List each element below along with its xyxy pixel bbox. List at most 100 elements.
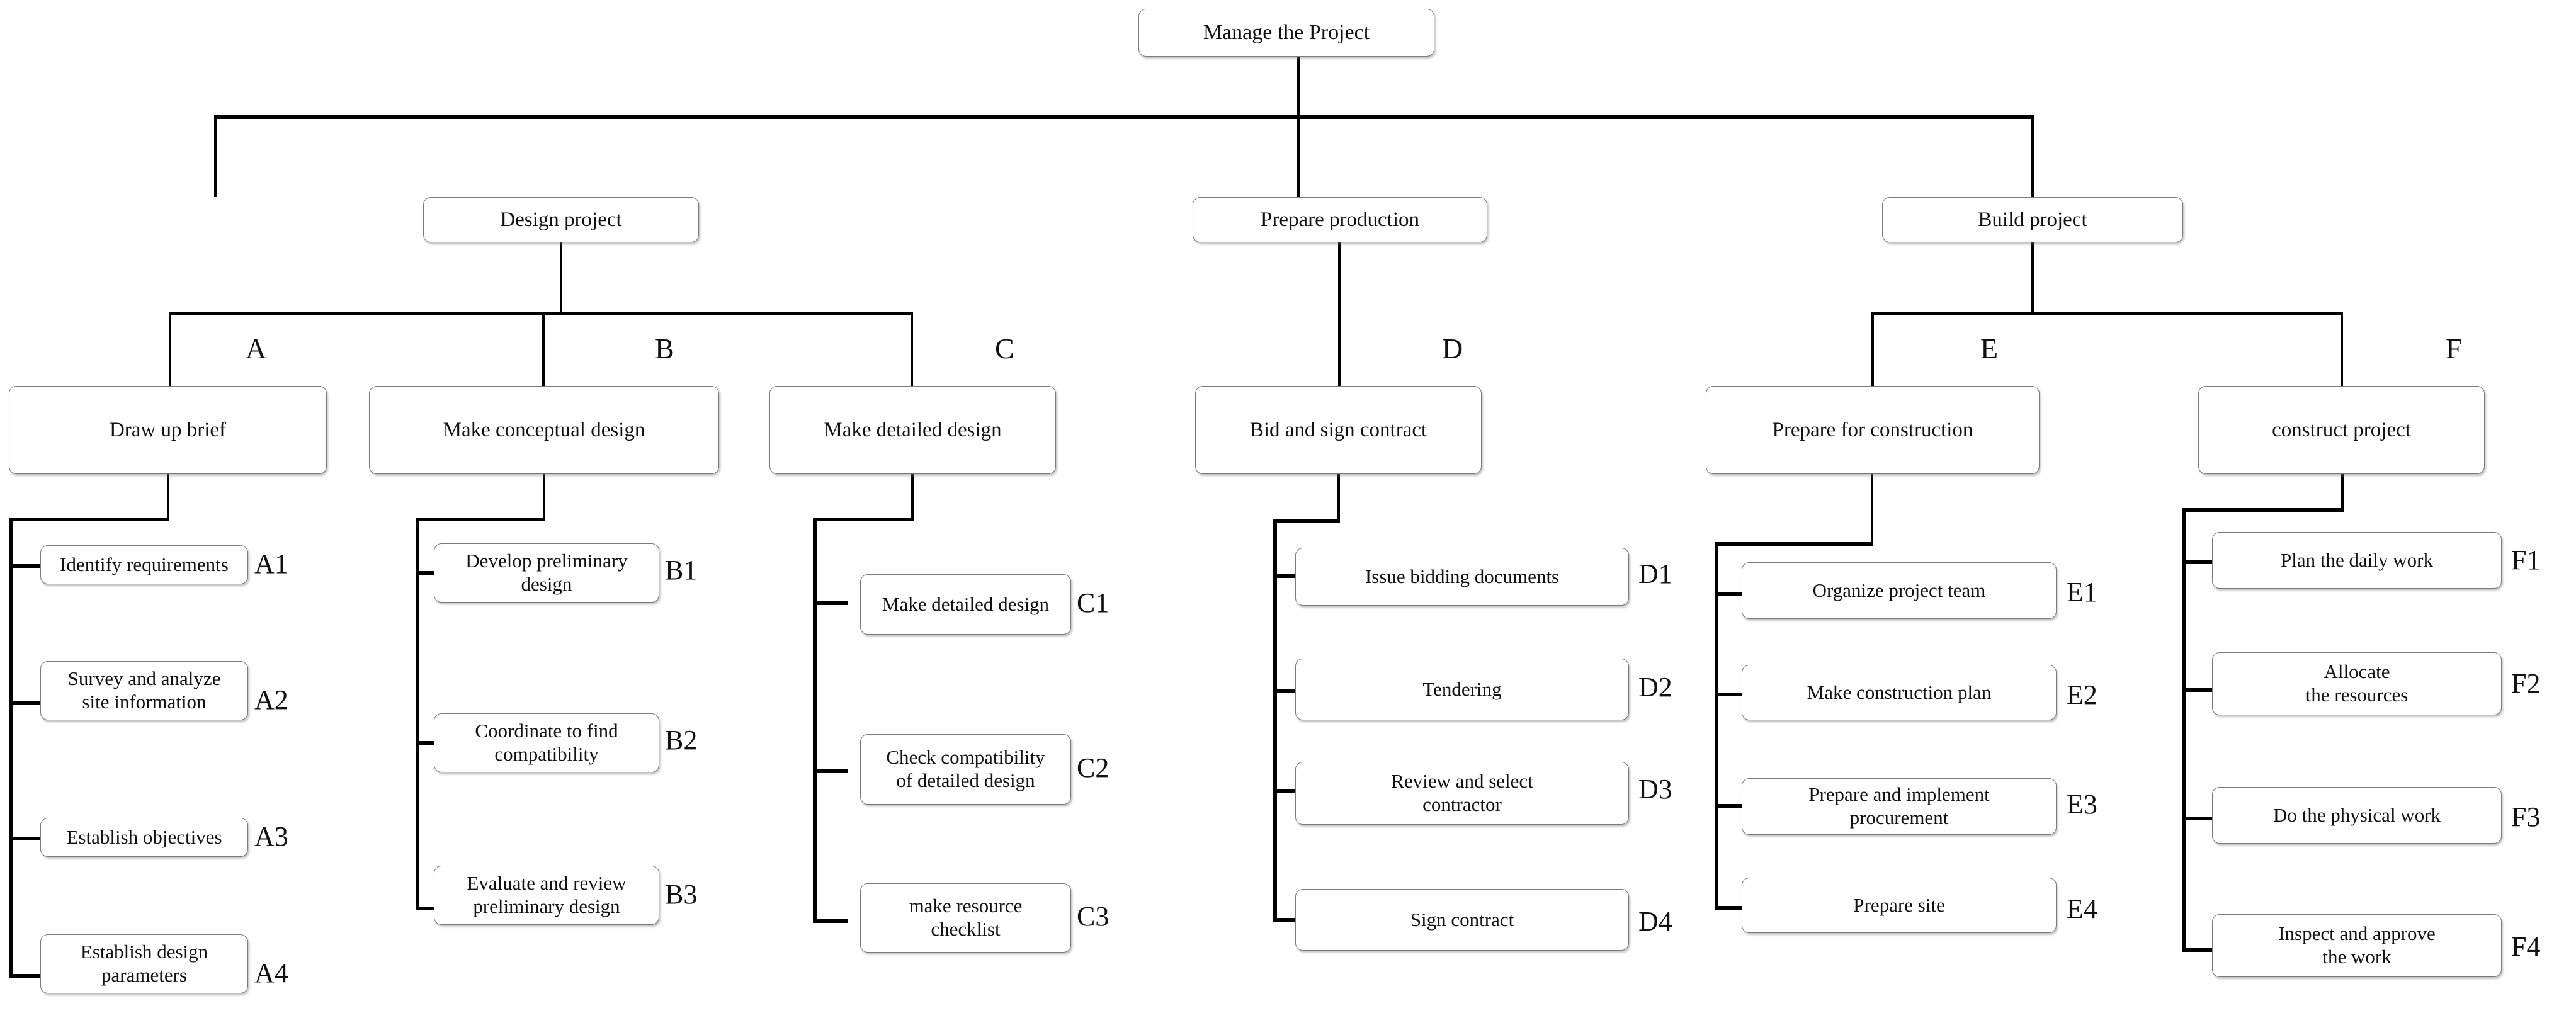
node-d4[interactable]: Sign contract	[1295, 889, 1629, 951]
label-e: E	[1980, 332, 1999, 365]
node-build-project[interactable]: Build project	[1882, 197, 2183, 242]
connector-e2-stub	[1715, 693, 1749, 696]
node-f1[interactable]: Plan the daily work	[2212, 532, 2502, 589]
connector-c1-stub	[813, 601, 848, 605]
label-b3: B3	[665, 879, 698, 910]
connector-bus-to-prepare-production	[1297, 116, 1300, 197]
connector-d1-stub	[1273, 574, 1308, 578]
node-design-project[interactable]: Design project	[423, 197, 699, 242]
label-f2: F2	[2511, 668, 2541, 699]
node-draw-up-brief[interactable]: Draw up brief	[9, 386, 327, 474]
label-b: B	[655, 332, 674, 365]
label-e4: E4	[2067, 893, 2097, 924]
label-c2: C2	[1077, 752, 1109, 783]
node-c1[interactable]: Make detailed design	[860, 574, 1071, 635]
connector-f2-stub	[2182, 688, 2217, 692]
connector-f1-stub	[2182, 560, 2217, 564]
connector-e3-stub	[1715, 804, 1749, 808]
node-b3[interactable]: Evaluate and review preliminary design	[434, 866, 659, 925]
connector-a-jog	[9, 518, 169, 521]
connector-d-jog	[1273, 519, 1340, 523]
connector-b3-stub	[416, 907, 450, 910]
node-make-detailed-design[interactable]: Make detailed design	[769, 386, 1056, 474]
connector-root-drop	[1297, 57, 1300, 116]
connector-build-to-f	[2341, 313, 2343, 387]
label-b2: B2	[665, 725, 698, 756]
label-c3: C3	[1077, 901, 1109, 932]
label-a1: A1	[254, 548, 288, 579]
connector-d3-stub	[1273, 789, 1308, 793]
node-bid-and-sign-contract[interactable]: Bid and sign contract	[1195, 386, 1482, 474]
connector-build-project-drop	[2031, 242, 2034, 314]
connector-d4-stub	[1273, 918, 1308, 922]
connector-f-jog	[2182, 508, 2344, 512]
node-f2[interactable]: Allocate the resources	[2212, 652, 2502, 715]
node-manage-the-project[interactable]: Manage the Project	[1138, 9, 1434, 57]
connector-bus-to-design-project	[214, 116, 217, 197]
label-a2: A2	[254, 684, 288, 715]
node-e2[interactable]: Make construction plan	[1742, 665, 2057, 720]
node-d3[interactable]: Review and select contractor	[1295, 762, 1629, 825]
connector-design-to-b	[542, 313, 545, 387]
node-prepare-for-construction[interactable]: Prepare for construction	[1706, 386, 2040, 474]
connector-design-to-a	[169, 313, 171, 387]
node-a1[interactable]: Identify requirements	[40, 545, 248, 584]
connector-d-drop	[1337, 474, 1340, 521]
connector-a-drop	[167, 474, 169, 519]
label-d2: D2	[1638, 672, 1672, 703]
node-f3[interactable]: Do the physical work	[2212, 787, 2502, 844]
connector-a2-stub	[9, 701, 43, 705]
node-f4[interactable]: Inspect and approve the work	[2212, 914, 2502, 977]
connector-d-trunk	[1273, 519, 1277, 922]
label-d: D	[1442, 332, 1463, 365]
node-c2[interactable]: Check compatibility of detailed design	[860, 734, 1071, 805]
label-d3: D3	[1638, 774, 1672, 805]
node-b1[interactable]: Develop preliminary design	[434, 543, 659, 603]
connector-f-drop	[2341, 474, 2344, 511]
node-e1[interactable]: Organize project team	[1742, 562, 2057, 619]
node-e4[interactable]: Prepare site	[1742, 878, 2057, 933]
connector-a1-stub	[9, 564, 43, 568]
node-prepare-production[interactable]: Prepare production	[1193, 197, 1487, 242]
connector-f-trunk	[2182, 508, 2186, 952]
connector-a3-stub	[9, 837, 43, 840]
connector-build-bus	[1871, 312, 2343, 315]
node-c3[interactable]: make resource checklist	[860, 883, 1071, 953]
connector-design-bus	[169, 312, 913, 315]
connector-c3-stub	[813, 919, 848, 923]
label-c1: C1	[1077, 587, 1109, 618]
connector-bus-to-build-project	[2031, 116, 2034, 197]
label-e1: E1	[2067, 577, 2097, 608]
connector-c2-stub	[813, 769, 848, 773]
label-f: F	[2446, 332, 2462, 365]
connector-b-drop	[543, 474, 545, 519]
connector-c-trunk	[813, 518, 817, 923]
node-e3[interactable]: Prepare and implement procurement	[1742, 778, 2057, 835]
connector-level1-bus	[214, 115, 1274, 119]
connector-f4-stub	[2182, 948, 2217, 952]
connector-prepare-production-to-d	[1338, 242, 1341, 387]
label-d1: D1	[1638, 558, 1672, 589]
node-a2[interactable]: Survey and analyze site information	[40, 661, 248, 720]
label-d4: D4	[1638, 906, 1672, 937]
connector-e1-stub	[1715, 592, 1749, 596]
connector-e4-stub	[1715, 906, 1749, 910]
connector-b-jog	[416, 518, 545, 521]
node-b2[interactable]: Coordinate to find compatibility	[434, 713, 659, 772]
node-a3[interactable]: Establish objectives	[40, 818, 248, 857]
node-d1[interactable]: Issue bidding documents	[1295, 548, 1629, 606]
connector-c-drop	[911, 474, 914, 519]
connector-e-jog	[1715, 542, 1873, 546]
node-a4[interactable]: Establish design parameters	[40, 934, 248, 993]
connector-level1-bus-right	[1272, 115, 2034, 119]
connector-f3-stub	[2182, 817, 2217, 820]
label-a3: A3	[254, 821, 288, 852]
label-e2: E2	[2067, 679, 2097, 710]
node-make-conceptual-design[interactable]: Make conceptual design	[369, 386, 719, 474]
node-d2[interactable]: Tendering	[1295, 659, 1629, 720]
connector-build-to-e	[1871, 313, 1874, 387]
connector-c-jog	[813, 518, 914, 521]
node-construct-project[interactable]: construct project	[2198, 386, 2485, 474]
connector-d2-stub	[1273, 689, 1308, 693]
